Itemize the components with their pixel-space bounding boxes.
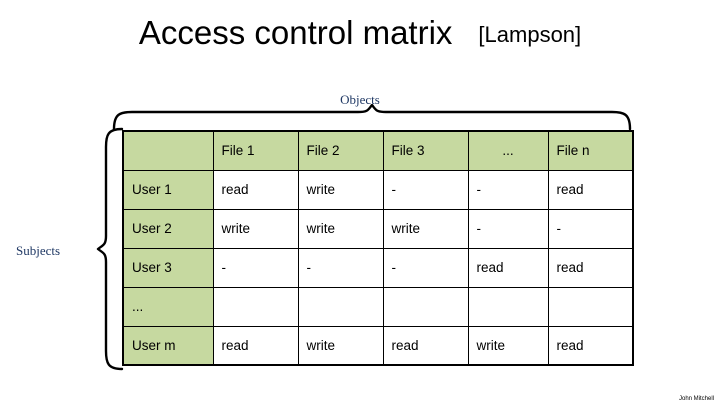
cell-ellipsis-ellipsis [467, 286, 549, 327]
cell-user3-file2: - [297, 247, 384, 288]
page-title: Access control matrix [Lampson] [0, 14, 720, 52]
cell-user3-filen: read [547, 247, 634, 288]
cell-userm-ellipsis: write [467, 325, 549, 366]
cell-user1-file3: - [382, 169, 469, 210]
cell-userm-file1: read [212, 325, 299, 366]
table-row: User 3 - - - read read [122, 247, 634, 288]
column-header-file-1: File 1 [212, 130, 299, 171]
table-row: User 1 read write - - read [122, 169, 634, 210]
table-row: User 2 write write write - - [122, 208, 634, 249]
cell-userm-filen: read [547, 325, 634, 366]
curly-brace-vertical-icon [96, 127, 124, 371]
column-header-file-2: File 2 [297, 130, 384, 171]
column-header-file-3: File 3 [382, 130, 469, 171]
cell-userm-file2: write [297, 325, 384, 366]
cell-user1-file2: write [297, 169, 384, 210]
table-row: User m read write read write read [122, 325, 634, 366]
cell-user2-filen: - [547, 208, 634, 249]
citation-text: [Lampson] [478, 22, 582, 47]
access-control-matrix-table: File 1 File 2 File 3 ... File n User 1 r… [122, 130, 634, 366]
footer-credit: John Mitchell [678, 396, 714, 402]
row-header-user-3: User 3 [122, 247, 214, 288]
cell-userm-file3: read [382, 325, 469, 366]
title-text: Access control matrix [138, 14, 453, 51]
cell-ellipsis-file1 [212, 286, 299, 327]
cell-user1-filen: read [547, 169, 634, 210]
cell-user3-file3: - [382, 247, 469, 288]
cell-ellipsis-file3 [382, 286, 469, 327]
row-header-user-2: User 2 [122, 208, 214, 249]
column-header-ellipsis: ... [467, 130, 549, 171]
row-header-user-1: User 1 [122, 169, 214, 210]
table-header-row: File 1 File 2 File 3 ... File n [122, 130, 634, 171]
row-header-ellipsis: ... [122, 286, 214, 327]
cell-user2-file3: write [382, 208, 469, 249]
row-header-user-m: User m [122, 325, 214, 366]
cell-user1-file1: read [212, 169, 299, 210]
subjects-axis-label: Subjects [16, 243, 61, 258]
corner-header-cell [122, 130, 214, 171]
cell-user3-ellipsis: read [467, 247, 549, 288]
table-row: ... [122, 286, 634, 327]
objects-axis-label: Objects [340, 92, 380, 107]
cell-user2-file2: write [297, 208, 384, 249]
column-header-file-n: File n [547, 130, 634, 171]
cell-ellipsis-file2 [297, 286, 384, 327]
cell-user3-file1: - [212, 247, 299, 288]
cell-ellipsis-filen [547, 286, 634, 327]
cell-user1-ellipsis: - [467, 169, 549, 210]
cell-user2-file1: write [212, 208, 299, 249]
cell-user2-ellipsis: - [467, 208, 549, 249]
